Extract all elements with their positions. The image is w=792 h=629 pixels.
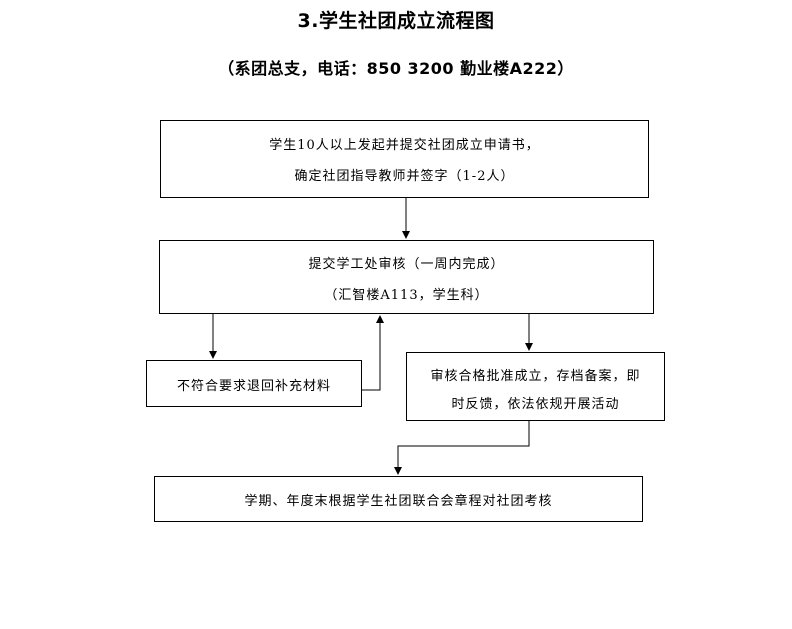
step-approve-line2: 时反馈，依法依规开展活动 bbox=[451, 397, 620, 412]
contact-subtitle: （系团总支，电话：850 3200 勤业楼A222） bbox=[218, 59, 574, 78]
step-assessment-line1: 学期、年度末根据学生社团联合会章程对社团考核 bbox=[244, 494, 553, 509]
step-reject-box: 不符合要求退回补充材料 bbox=[146, 360, 362, 407]
step-submit-application-line2: 确定社团指导教师并签字（1-2人） bbox=[294, 169, 515, 184]
step-review-line2: （汇智楼A113，学生科） bbox=[324, 288, 489, 303]
step-reject-line1: 不符合要求退回补充材料 bbox=[176, 379, 331, 394]
step-approve-box: 审核合格批准成立，存档备案，即 时反馈，依法依规开展活动 bbox=[406, 352, 665, 421]
page-title: 3.学生社团成立流程图 bbox=[297, 10, 495, 32]
step-submit-application-line1: 学生10人以上发起并提交社团成立申请书， bbox=[269, 138, 540, 153]
step-submit-application-box: 学生10人以上发起并提交社团成立申请书， 确定社团指导教师并签字（1-2人） bbox=[160, 120, 649, 198]
step-approve-line1: 审核合格批准成立，存档备案，即 bbox=[430, 369, 641, 384]
arrow-reject-back-to-review bbox=[361, 315, 384, 391]
step-review-box: 提交学工处审核（一周内完成） （汇智楼A113，学生科） bbox=[159, 240, 654, 314]
step-review-line1: 提交学工处审核（一周内完成） bbox=[308, 257, 505, 272]
step-assessment-box: 学期、年度末根据学生社团联合会章程对社团考核 bbox=[154, 476, 643, 522]
arrow-approve-to-assess bbox=[394, 420, 530, 475]
